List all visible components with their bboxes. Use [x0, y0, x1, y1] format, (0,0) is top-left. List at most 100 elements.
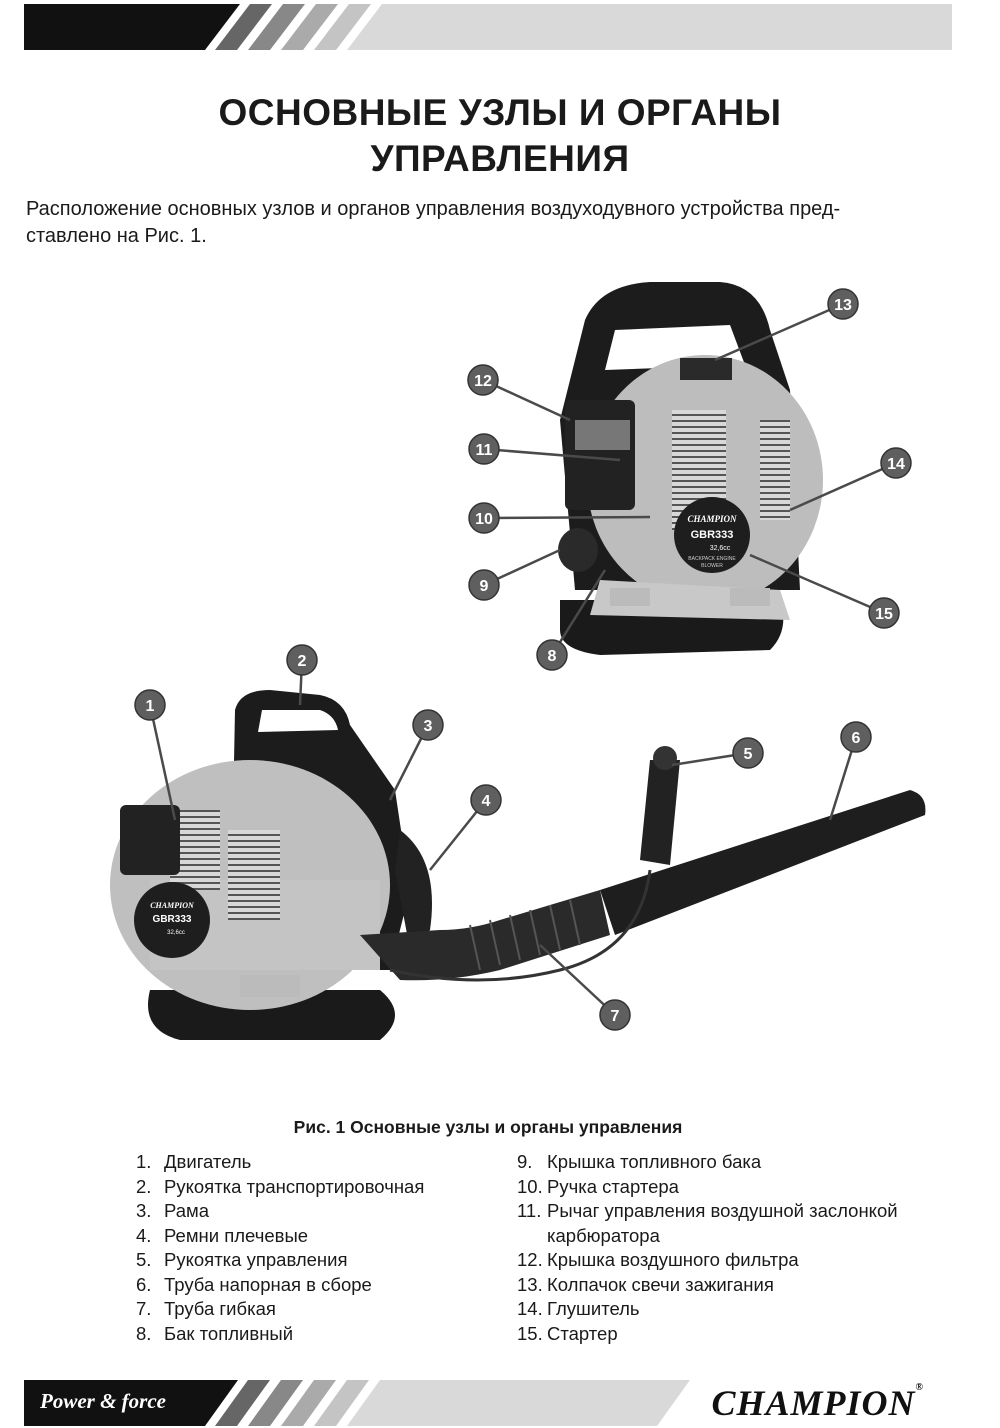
legend-number: 9.	[517, 1151, 533, 1172]
callout-2: 2	[286, 644, 318, 676]
legend-number: 4.	[136, 1224, 152, 1246]
intro-line-2: ставлено на Рис. 1.	[26, 225, 207, 247]
legend-text: Рукоятка управления	[164, 1249, 348, 1270]
legend-text: Рукоятка транспортировочная	[164, 1175, 425, 1197]
legend-text: Глушитель	[547, 1298, 640, 1319]
callout-4: 4	[470, 784, 502, 816]
page-title-line-1: ОСНОВНЫЕ УЗЛЫ И ОРГАНЫ	[218, 92, 782, 133]
legend-text: Труба напорная в сборе	[164, 1273, 372, 1295]
legend-number: 14.	[517, 1298, 543, 1319]
legend-text: Ремни плечевые	[164, 1224, 309, 1246]
legend-left-column: 1. Двигатель 2. Рукоятка транспортировочна…	[136, 1150, 424, 1346]
footer-brand-text: CHAMPION	[711, 1383, 916, 1423]
legend-text: Бак топливный	[164, 1322, 294, 1344]
callout-7: 7	[599, 999, 631, 1031]
svg-text:7: 7	[611, 1008, 620, 1025]
legend-text: Колпачок свечи зажигания	[547, 1273, 774, 1295]
legend-number: 6.	[136, 1273, 152, 1295]
figure-caption: Рис. 1 Основные узлы и органы управления	[293, 1117, 683, 1137]
legend-item: 6. Труба напорная в сборе	[136, 1273, 424, 1298]
rear-model-text: GBR333	[691, 529, 734, 541]
legend-text: карбюратора	[547, 1224, 660, 1246]
side-displacement-text: 32,6cc	[167, 930, 185, 936]
legend-right-column: 9. Крышка топливного бака 10.Ручка старте…	[517, 1150, 898, 1346]
svg-text:8: 8	[548, 648, 557, 665]
legend-text: Рычаг управления воздушной заслонкой	[547, 1200, 898, 1221]
rear-desc-text-2: BLOWER	[701, 563, 723, 569]
rear-logo-text: CHAMPION	[687, 514, 737, 524]
legend-number: 2.	[136, 1175, 152, 1197]
legend-number: 7.	[136, 1298, 152, 1319]
callout-6: 6	[840, 721, 872, 753]
legend-item: 13.Колпачок свечи зажигания	[517, 1273, 898, 1298]
legend-item: 8. Бак топливный	[136, 1322, 424, 1347]
legend-number: 5.	[136, 1249, 152, 1270]
callout-1: 1	[134, 689, 166, 721]
legend-number: 13.	[517, 1273, 543, 1295]
legend-item: 5. Рукоятка управления	[136, 1248, 424, 1273]
svg-text:6: 6	[852, 730, 861, 747]
legend-text: Труба гибкая	[164, 1298, 276, 1319]
side-view-blower: CHAMPION GBR333 32,6cc	[110, 690, 926, 1040]
legend-item: 11.Рычаг управления воздушной заслонкой	[517, 1199, 898, 1224]
callout-11: 11	[468, 433, 500, 465]
intro-paragraph: Расположение основных узлов и органов уп…	[26, 196, 966, 250]
svg-text:12: 12	[474, 373, 492, 390]
callout-13: 13	[827, 288, 859, 320]
callout-10: 10	[468, 502, 500, 534]
legend-item: 7. Труба гибкая	[136, 1297, 424, 1322]
svg-text:13: 13	[834, 297, 852, 314]
callout-9: 9	[468, 569, 500, 601]
callout-12: 12	[467, 364, 499, 396]
callout-15: 15	[868, 597, 900, 629]
legend-number: 8.	[136, 1322, 152, 1344]
legend-item: карбюратора	[517, 1224, 898, 1249]
header-stripe-band	[0, 0, 1000, 52]
blower-illustration: CHAMPION GBR333 32,6cc BACKPACK ENGINE B…	[110, 282, 926, 1040]
callout-8: 8	[536, 639, 568, 671]
callout-14: 14	[880, 447, 912, 479]
side-logo-text: CHAMPION	[150, 901, 195, 910]
svg-text:2: 2	[298, 653, 307, 670]
callout-3: 3	[412, 709, 444, 741]
rear-view-blower: CHAMPION GBR333 32,6cc BACKPACK ENGINE B…	[558, 282, 823, 655]
footer-slogan: Power & force	[40, 1389, 166, 1413]
svg-text:10: 10	[475, 511, 493, 528]
intro-line-1: Расположение основных узлов и органов уп…	[26, 198, 841, 220]
svg-text:1: 1	[146, 698, 155, 715]
legend-item: 9. Крышка топливного бака	[517, 1150, 898, 1175]
side-model-text: GBR333	[153, 914, 192, 925]
legend-item: 3. Рама	[136, 1199, 424, 1224]
svg-text:15: 15	[875, 606, 893, 623]
legend-text: Рама	[164, 1200, 210, 1221]
legend-item: 12.Крышка воздушного фильтра	[517, 1248, 898, 1273]
legend-number: 12.	[517, 1249, 543, 1270]
legend-item: 2. Рукоятка транспортировочная	[136, 1175, 424, 1200]
legend-text: Крышка топливного бака	[547, 1151, 762, 1172]
legend-item: 14.Глушитель	[517, 1297, 898, 1322]
legend-number: 11.	[517, 1200, 542, 1221]
legend-number: 15.	[517, 1322, 543, 1344]
legend-text: Стартер	[547, 1322, 618, 1344]
footer-brand-mark: ®	[915, 1382, 924, 1393]
footer-brand-logo: CHAMPION®	[711, 1382, 924, 1424]
callout-markers: 13 12 11 10 9 8 15 14 1 2 3 4 5 6 7	[134, 288, 912, 1031]
rear-displacement-text: 32,6cc	[710, 545, 731, 552]
legend-item: 4. Ремни плечевые	[136, 1224, 424, 1249]
svg-text:11: 11	[476, 442, 493, 459]
page-title-line-2: УПРАВЛЕНИЯ	[370, 138, 630, 179]
legend-number: 1.	[136, 1151, 152, 1172]
legend-item: 15.Стартер	[517, 1322, 898, 1347]
legend-text: Ручка стартера	[547, 1175, 679, 1197]
legend-item: 1. Двигатель	[136, 1150, 424, 1175]
legend-number	[517, 1224, 547, 1249]
svg-text:5: 5	[744, 746, 753, 763]
svg-text:14: 14	[887, 456, 905, 473]
legend-number: 3.	[136, 1200, 152, 1221]
legend-text: Двигатель	[164, 1151, 252, 1172]
svg-text:3: 3	[424, 718, 433, 735]
callout-5: 5	[732, 737, 764, 769]
legend-item: 10.Ручка стартера	[517, 1175, 898, 1200]
legend-text: Крышка воздушного фильтра	[547, 1249, 799, 1270]
footer-stripe-band	[24, 1380, 690, 1426]
